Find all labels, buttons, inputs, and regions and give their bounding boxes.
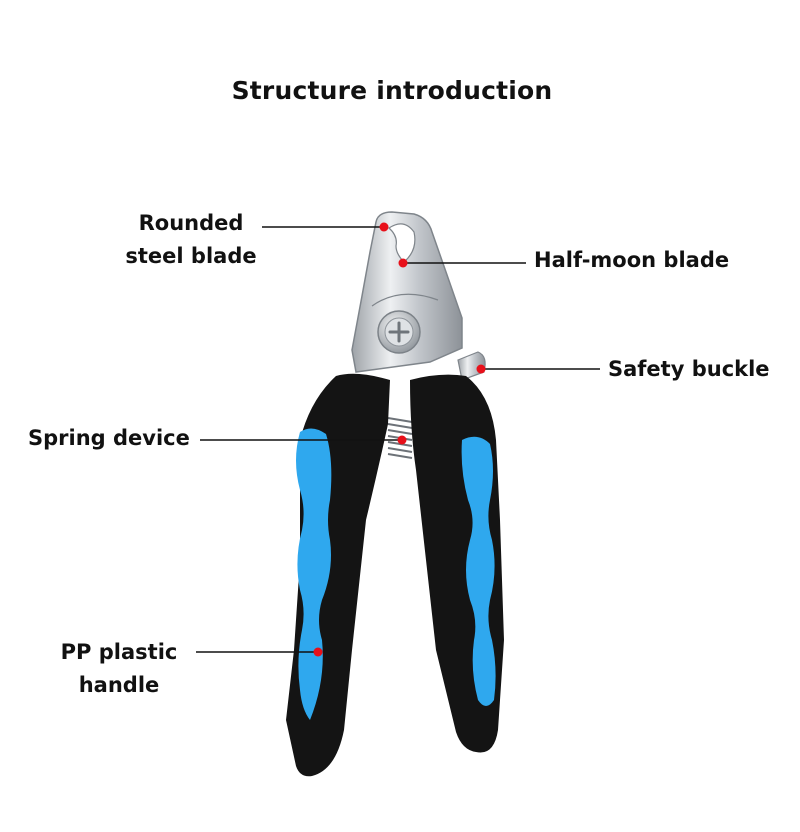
left-handle [286,373,390,777]
pivot-screw [377,310,421,354]
marker-rounded-steel-blade [379,222,389,232]
label-spring-device: Spring device [28,426,190,450]
label-pp-plastic-handle-line2: handle [78,673,160,697]
right-handle-blue-grip [461,436,496,706]
marker-safety-buckle [476,364,486,374]
right-handle [410,374,504,753]
marker-spring-device [397,435,407,445]
leader-lines [196,226,600,653]
label-rounded-steel-blade-line2: steel blade [125,244,257,268]
label-pp-plastic-handle: PP plastic handle [44,636,194,702]
left-handle-blue-grip [296,428,332,720]
label-safety-buckle: Safety buckle [608,357,770,381]
marker-half-moon-blade [398,258,408,268]
steel-blade [351,211,486,381]
label-rounded-steel-blade-line1: Rounded [138,211,244,235]
label-rounded-steel-blade: Rounded steel blade [116,207,266,273]
marker-pp-plastic-handle [313,647,323,657]
page-title: Structure introduction [231,76,553,105]
markers [313,222,486,657]
label-half-moon-blade: Half-moon blade [534,248,730,272]
label-pp-plastic-handle-line1: PP plastic [60,640,178,664]
